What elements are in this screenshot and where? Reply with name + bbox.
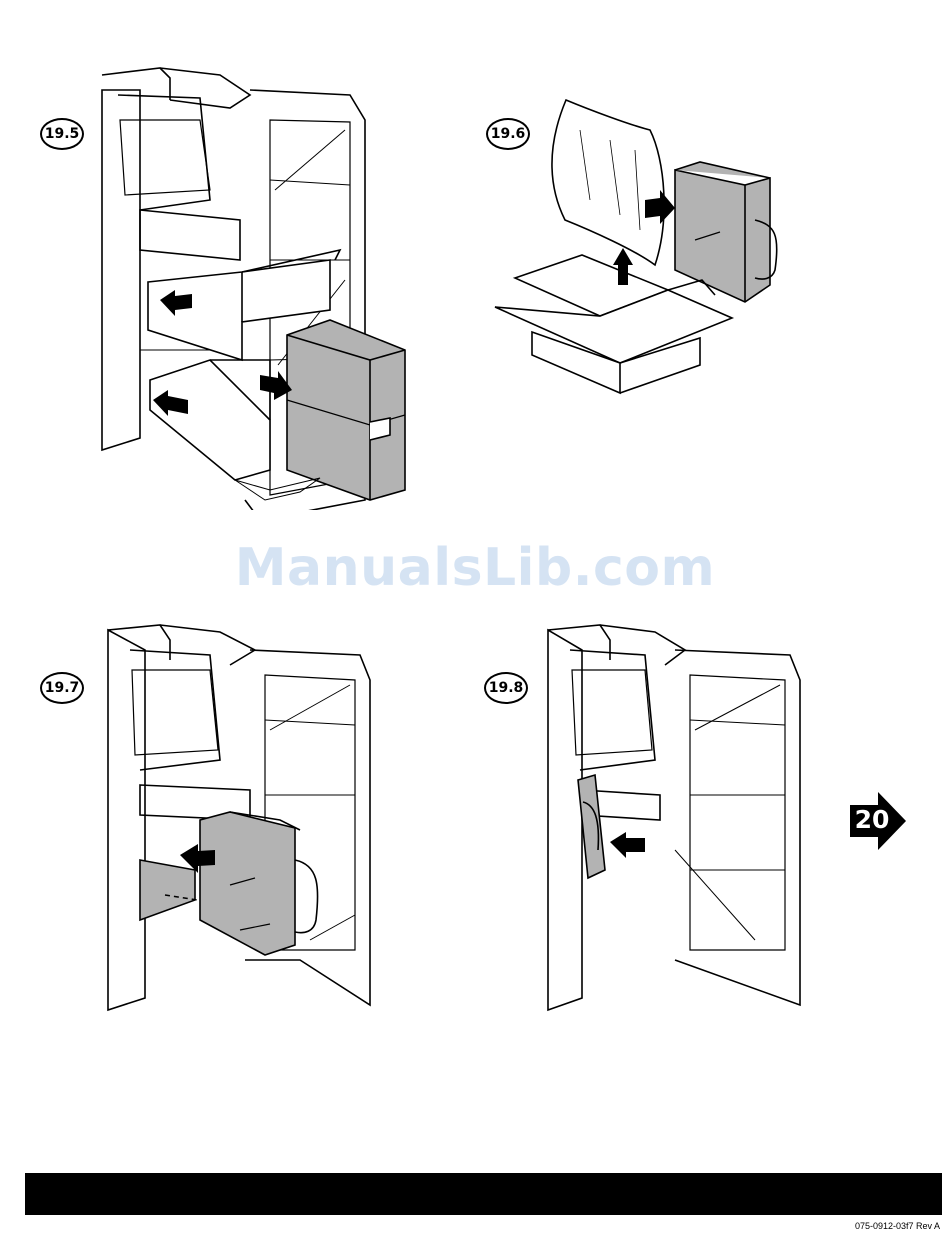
panel-step-19-7: 19.7 (20, 620, 440, 1020)
panel-step-19-5: 19.5 (20, 60, 440, 510)
next-step-number: 20 (852, 805, 892, 834)
step-badge: 19.6 (486, 118, 530, 150)
step-badge: 19.8 (484, 672, 528, 704)
illustration-insert-toner-unit (20, 620, 440, 1020)
panel-step-19-8: 19.8 (470, 620, 820, 1020)
document-code: 075-0912-03f7 Rev A (855, 1221, 940, 1231)
illustration-remove-packing-boxes (20, 60, 440, 510)
step-badge: 19.7 (40, 672, 84, 704)
panel-step-19-6: 19.6 (470, 80, 820, 410)
step-badge: 19.5 (40, 118, 84, 150)
watermark-text: ManualsLib.com (0, 538, 950, 598)
footer-bar (25, 1173, 942, 1215)
